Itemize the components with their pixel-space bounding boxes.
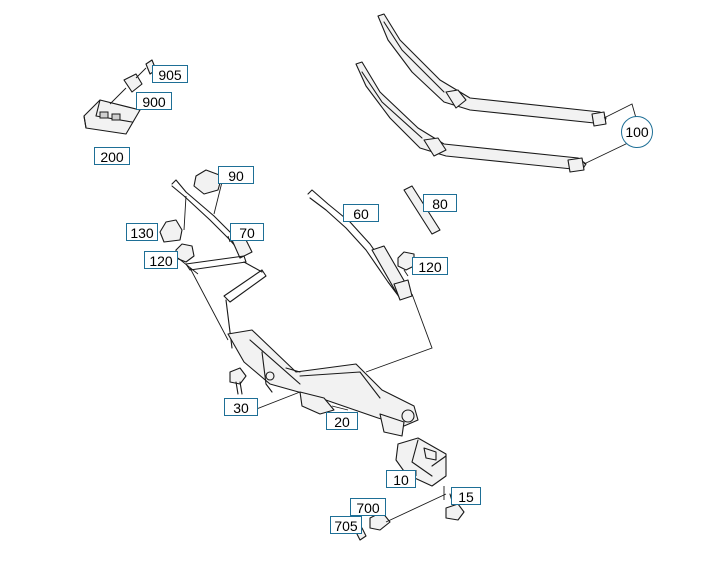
callout-30[interactable]: 30 bbox=[224, 398, 258, 416]
callout-100[interactable]: 100 bbox=[621, 116, 653, 148]
control-unit bbox=[83, 59, 157, 135]
callout-130[interactable]: 130 bbox=[126, 223, 158, 241]
callout-900[interactable]: 900 bbox=[136, 92, 172, 110]
callout-80[interactable]: 80 bbox=[423, 194, 457, 212]
cover-cap-90 bbox=[193, 169, 223, 195]
callout-120-left[interactable]: 120 bbox=[144, 251, 178, 269]
callout-905[interactable]: 905 bbox=[152, 65, 188, 83]
callout-15[interactable]: 15 bbox=[451, 487, 481, 505]
callout-120-right[interactable]: 120 bbox=[412, 257, 448, 275]
callout-700[interactable]: 700 bbox=[350, 498, 386, 516]
callout-200[interactable]: 200 bbox=[94, 147, 130, 165]
callout-90[interactable]: 90 bbox=[218, 166, 254, 184]
callout-70[interactable]: 70 bbox=[230, 223, 264, 241]
cap-130 bbox=[159, 219, 183, 243]
bolt-15 bbox=[445, 493, 465, 521]
arm-cover-80 bbox=[403, 185, 441, 235]
wiper-linkage bbox=[185, 255, 419, 437]
callout-60[interactable]: 60 bbox=[343, 204, 379, 222]
callout-705[interactable]: 705 bbox=[330, 516, 362, 534]
wiper-blade-upper bbox=[377, 13, 607, 127]
leader-100 bbox=[583, 103, 637, 165]
callout-10[interactable]: 10 bbox=[386, 470, 416, 488]
wiper-blade-lower bbox=[355, 61, 587, 173]
leader-lines bbox=[177, 181, 447, 523]
bolt-30 bbox=[229, 367, 247, 395]
callout-20[interactable]: 20 bbox=[326, 412, 358, 430]
nut-120-left bbox=[175, 243, 195, 263]
wiper-arm-right bbox=[307, 189, 413, 301]
